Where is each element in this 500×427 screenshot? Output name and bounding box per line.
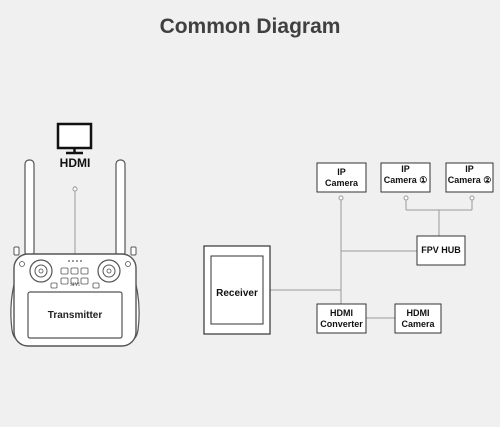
dot-monitor <box>72 186 78 192</box>
transmitter-label: Transmitter <box>47 310 103 321</box>
node-hdmi-converter: HDMI Converter <box>317 308 366 330</box>
receiver-label: Receiver <box>216 288 258 299</box>
node-ip-camera-1-line1: IP <box>401 164 410 174</box>
receiver-device <box>203 245 271 335</box>
node-ip-camera-2-line1: IP <box>465 164 474 174</box>
monitor-icon <box>56 122 93 155</box>
node-ip-camera-line1: IP <box>337 167 346 177</box>
node-fpv-hub: FPV HUB <box>417 245 465 256</box>
connection-dots <box>72 186 475 201</box>
left-antenna <box>24 159 35 257</box>
node-hdmi-converter-line1: HDMI <box>330 308 353 318</box>
node-ip-camera-2-line2: Camera ② <box>447 175 492 185</box>
monitor-label: HDMI <box>59 156 91 170</box>
box-ip-camera <box>316 162 367 193</box>
node-hdmi-converter-line2: Converter <box>320 319 363 329</box>
dot-ipcam1 <box>403 195 409 201</box>
box-ip-camera-1 <box>380 162 431 193</box>
node-ip-camera-1: IP Camera ① <box>381 164 430 186</box>
node-fpv-hub-line1: FPV HUB <box>421 245 461 255</box>
node-hdmi-camera: HDMI Camera <box>395 308 441 330</box>
node-ip-camera: IP Camera <box>317 167 366 189</box>
box-ip-camera-2 <box>445 162 494 193</box>
node-hdmi-camera-line1: HDMI <box>406 308 430 318</box>
transmitter-device <box>10 159 140 347</box>
node-boxes <box>316 162 494 334</box>
box-fpv-hub <box>416 235 466 266</box>
connections <box>74 186 473 319</box>
box-hdmi-converter <box>316 303 367 334</box>
transmitter-brand: SIYI <box>70 283 80 288</box>
page-title: Common Diagram <box>159 15 341 38</box>
node-ip-camera-line2: Camera <box>324 178 359 188</box>
box-hdmi-camera <box>394 303 442 334</box>
dot-ipcam <box>338 195 344 201</box>
node-ip-camera-1-line2: Camera ① <box>383 175 428 185</box>
node-hdmi-camera-line2: Camera <box>401 319 435 329</box>
center-buttons <box>50 267 100 289</box>
dot-ipcam2 <box>469 195 475 201</box>
transmitter-screen <box>27 291 123 339</box>
indicator-leds <box>68 260 82 262</box>
right-antenna <box>115 159 126 257</box>
node-ip-camera-2: IP Camera ② <box>446 164 493 186</box>
